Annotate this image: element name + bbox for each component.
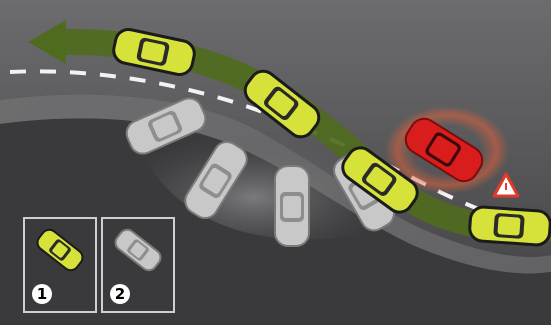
yellow-car-icon [469, 206, 551, 245]
grey-car-icon [275, 166, 309, 246]
legend-item-1: 1 [24, 218, 96, 312]
legend-item-2: 2 [102, 218, 174, 312]
legend-number-2: 2 [115, 285, 125, 303]
legend-number-1: 1 [37, 285, 47, 303]
